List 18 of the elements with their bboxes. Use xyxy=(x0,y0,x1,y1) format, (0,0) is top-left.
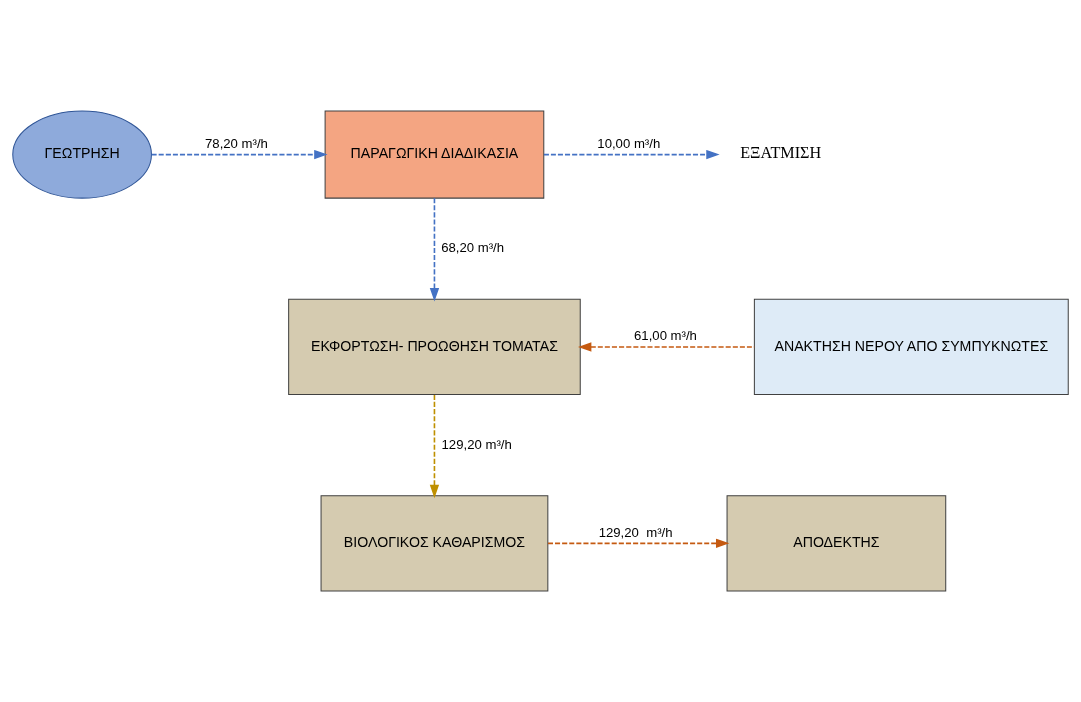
node-box: ΑΠΟΔΕΚΤΗΣ xyxy=(726,495,947,592)
arrow xyxy=(543,149,720,160)
arrow xyxy=(150,149,328,160)
arrow xyxy=(429,197,440,302)
edge-label: 129,20 m³/h xyxy=(441,436,512,452)
edge-label: 68,20 m³/h xyxy=(441,240,505,256)
edge-label: 61,00 m³/h xyxy=(634,328,697,344)
edge-label: 78,20 m³/h xyxy=(205,135,268,151)
node-text: ΕΞΑΤΜΙΣΗ xyxy=(740,144,822,163)
arrow xyxy=(429,394,440,499)
edge-label: 129,20 m³/h xyxy=(598,524,673,540)
edge-label: 10,00 m³/h xyxy=(597,135,661,151)
node-box: ΑΝΑΚΤΗΣΗ ΝΕΡΟΥ ΑΠΟ ΣΥΜΠΥΚΝΩΤΕΣ xyxy=(753,298,1069,396)
node-ellipse: ΓΕΩΤΡΗΣΗ xyxy=(12,110,152,199)
node-box: ΕΚΦΟΡΤΩΣΗ- ΠΡΟΩΘΗΣΗ ΤΟΜΑΤΑΣ xyxy=(288,298,581,396)
node-box: ΒΙΟΛΟΓΙΚΟΣ ΚΑΘΑΡΙΣΜΟΣ xyxy=(320,495,549,592)
arrow xyxy=(547,538,730,549)
node-box: ΠΑΡΑΓΩΓΙΚΗ ΔΙΑΔΙΚΑΣΙΑ xyxy=(324,110,545,199)
